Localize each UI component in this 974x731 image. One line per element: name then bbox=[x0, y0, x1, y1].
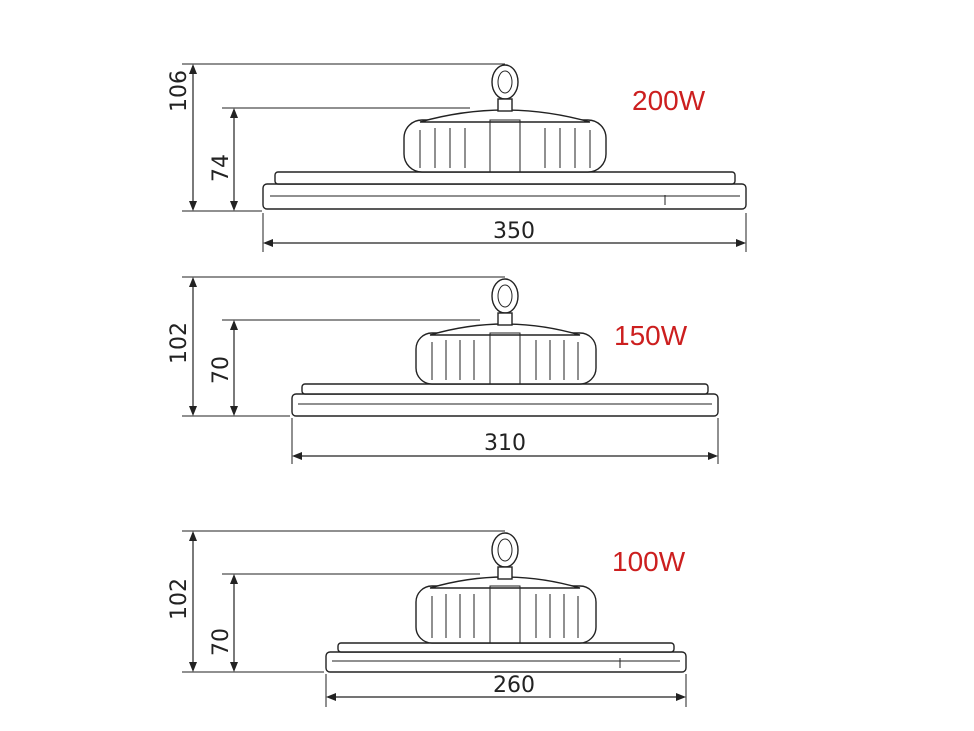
lamp-100w: 102 70 260 100W bbox=[167, 530, 687, 707]
power-label: 200W bbox=[632, 85, 706, 116]
diameter-label: 310 bbox=[484, 431, 526, 456]
diameter-label: 260 bbox=[493, 673, 535, 698]
total-height-label: 102 bbox=[167, 322, 192, 364]
body-height-label: 70 bbox=[209, 356, 234, 384]
body-height-label: 74 bbox=[209, 154, 234, 182]
power-label: 100W bbox=[612, 546, 686, 577]
total-height-label: 106 bbox=[167, 70, 192, 112]
lamp-200w: 106 74 350 200W bbox=[167, 63, 747, 252]
body-height-label: 70 bbox=[209, 628, 234, 656]
diameter-label: 350 bbox=[493, 219, 535, 244]
power-label: 150W bbox=[614, 320, 688, 351]
total-height-label: 102 bbox=[167, 578, 192, 620]
lamp-150w: 102 70 310 150W bbox=[167, 276, 719, 464]
